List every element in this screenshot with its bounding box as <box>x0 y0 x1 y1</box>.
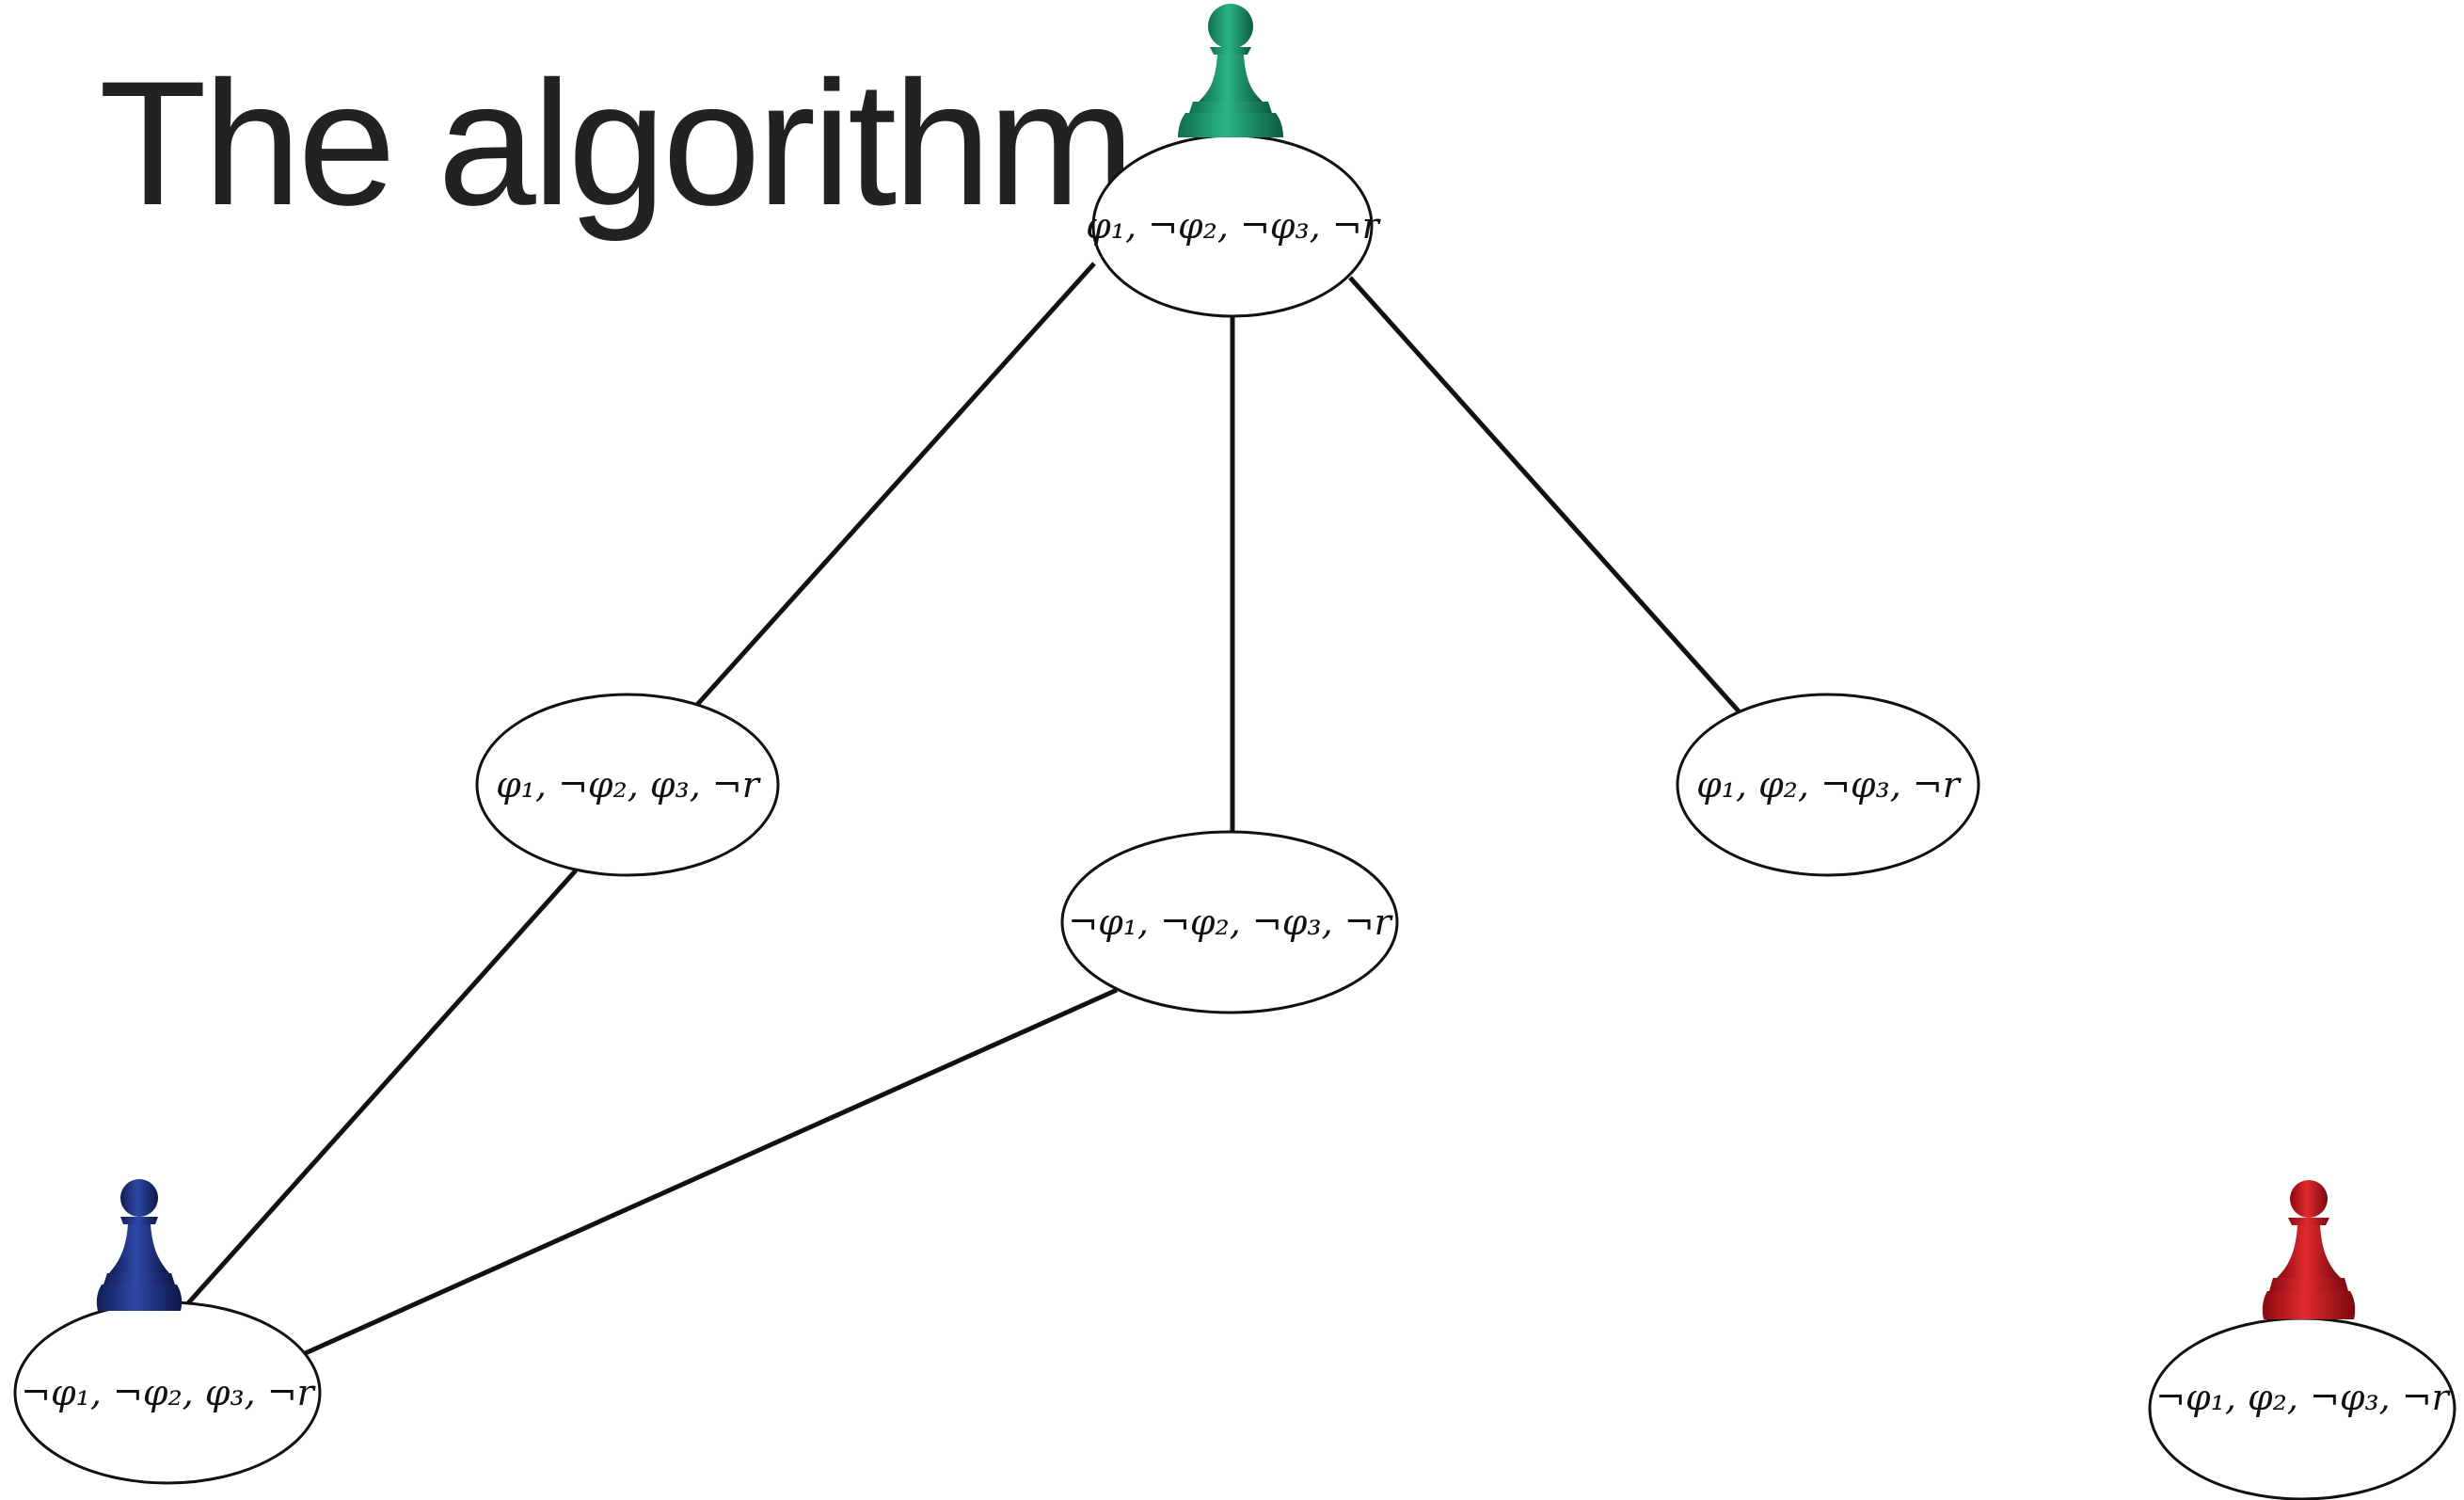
node-label: ¬φ₁, φ₂, ¬φ₃, ¬r <box>2155 1377 2452 1418</box>
edge-n2-n5 <box>177 869 578 1316</box>
node-label: ¬φ₁, ¬φ₂, ¬φ₃, ¬r <box>1068 902 1393 943</box>
node-ellipse <box>1676 693 1980 877</box>
green-pawn-icon <box>1178 4 1283 137</box>
edge-n1-n2 <box>694 262 1096 708</box>
edge-n1-n4 <box>1348 276 1742 715</box>
node-ellipse <box>475 693 780 877</box>
node-ellipse <box>1060 830 1399 1014</box>
state-node: ¬φ₁, ¬φ₂, ¬φ₃, ¬r <box>1060 830 1399 1014</box>
state-node: φ₁, ¬φ₂, φ₃, ¬r <box>475 693 780 877</box>
edge-n3-n5 <box>299 987 1119 1358</box>
node-label: φ₁, φ₂, ¬φ₃, ¬r <box>1696 764 1963 806</box>
blue-pawn-icon <box>96 1179 183 1311</box>
state-node: φ₁, φ₂, ¬φ₃, ¬r <box>1676 693 1980 877</box>
node-label: φ₁, ¬φ₂, φ₃, ¬r <box>496 764 762 806</box>
state-node: φ₁, ¬φ₂, ¬φ₃, ¬r <box>1086 134 1382 318</box>
node-label: φ₁, ¬φ₂, ¬φ₃, ¬r <box>1086 205 1382 247</box>
red-pawn-icon <box>2262 1180 2356 1319</box>
node-label: ¬φ₁, ¬φ₂, φ₃, ¬r <box>21 1372 317 1413</box>
state-node: ¬φ₁, φ₂, ¬φ₃, ¬r <box>2148 1316 2456 1500</box>
state-node: ¬φ₁, ¬φ₂, φ₃, ¬r <box>13 1301 322 1485</box>
slide-title: The algorithm <box>99 44 1135 242</box>
